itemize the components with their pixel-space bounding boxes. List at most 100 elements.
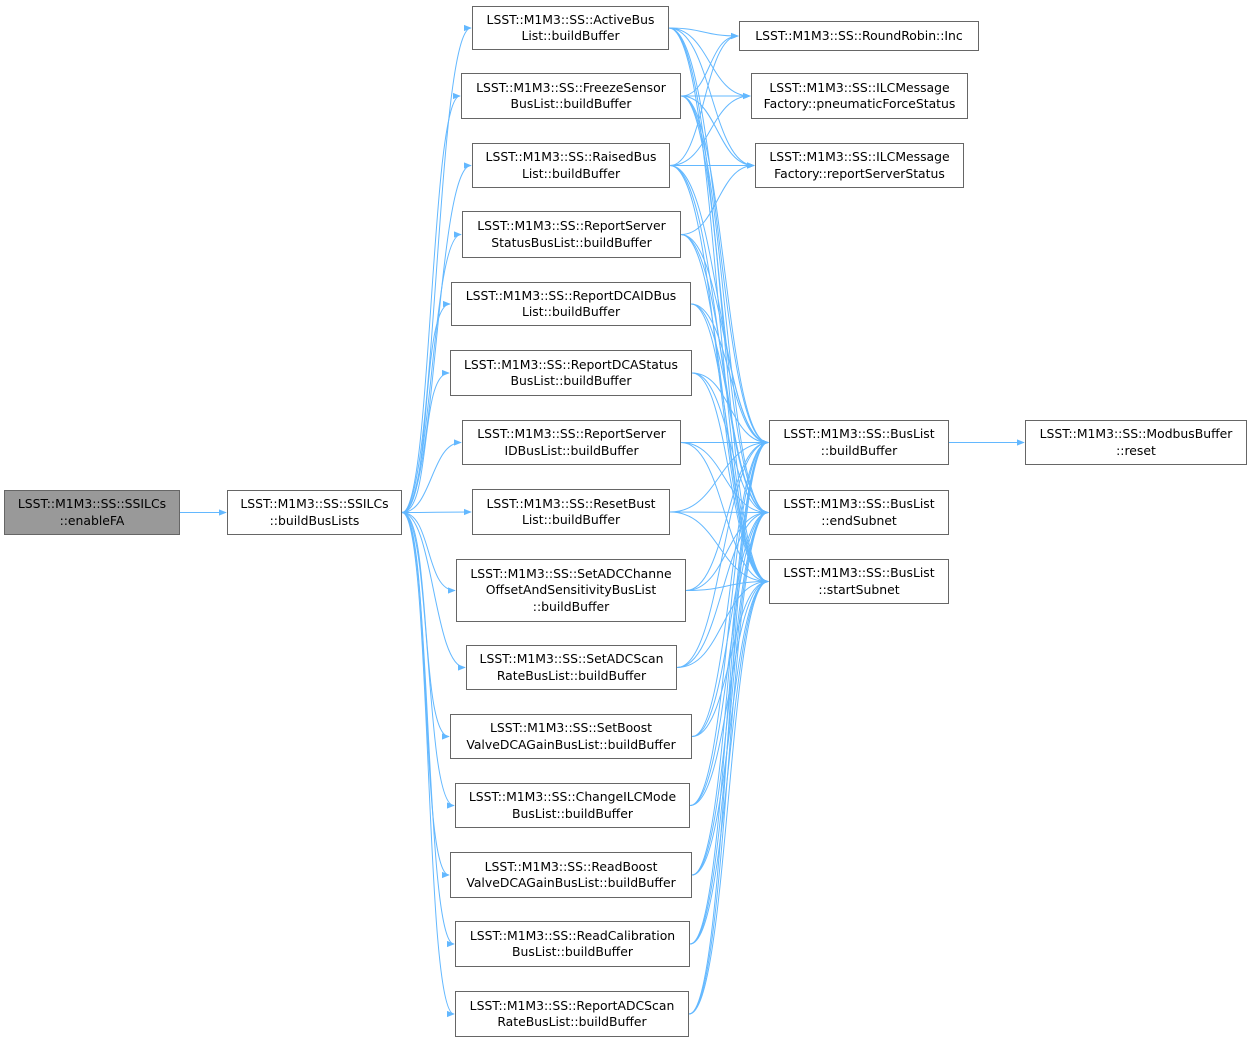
node-label-line: LSST::M1M3::SS::BusList <box>783 426 935 441</box>
node-label-line: BusList::buildBuffer <box>510 96 632 111</box>
node-label-line: LSST::M1M3::SS::ReadBoost <box>484 858 658 874</box>
node-label-line: List::buildBuffer <box>521 165 621 181</box>
edge-raised_bus-to-round_robin_inc <box>669 32 739 166</box>
node-report-dcaid-bus-list-build-buffer[interactable]: LSST::M1M3::SS::ReportDCAIDBus List::bui… <box>451 282 691 326</box>
node-ssilcs-build-bus-lists[interactable]: LSST::M1M3::SS::SSILCs ::buildBusLists <box>227 490 402 535</box>
node-buslist-end-subnet[interactable]: LSST::M1M3::SS::BusList ::endSubnet <box>769 490 949 535</box>
edge-set_adc_channel_offset-to-buslist_build_buffer <box>685 439 769 591</box>
edge-active_bus-to-pneumatic_force_status <box>668 27 751 100</box>
node-label-line: List::buildBuffer <box>521 512 621 527</box>
node-modbus-buffer-reset[interactable]: LSST::M1M3::SS::ModbusBuffer ::reset <box>1025 420 1247 465</box>
edge-set_adc_scan_rate-to-buslist_start_subnet <box>676 578 769 668</box>
node-label-line: Factory::pneumaticForceStatus <box>763 96 956 111</box>
edge-build_bus_lists-to-report_adc_scan_rate <box>401 512 455 1018</box>
edge-set_adc_scan_rate-to-buslist_build_buffer <box>676 439 769 668</box>
edge-freeze_sensor-to-buslist_build_buffer <box>680 95 769 446</box>
node-report-server-status-bus-list-build-buffer[interactable]: LSST::M1M3::SS::ReportServer StatusBusLi… <box>462 211 681 258</box>
node-label-line: List::buildBuffer <box>521 28 620 43</box>
node-label-line: OffsetAndSensitivityBusList <box>485 582 657 598</box>
node-label-line: LSST::M1M3::SS::ReportServer <box>477 218 666 233</box>
node-label-line: ValveDCAGainBusList::buildBuffer <box>466 736 676 752</box>
edge-build_bus_lists-to-set_adc_channel_offset <box>401 512 456 594</box>
node-label-line: Factory::reportServerStatus <box>774 165 945 181</box>
node-label-line: IDBusList::buildBuffer <box>504 442 639 458</box>
node-change-ilc-mode-bus-list-build-buffer[interactable]: LSST::M1M3::SS::ChangeILCMode BusList::b… <box>455 783 690 828</box>
node-buslist-start-subnet[interactable]: LSST::M1M3::SS::BusList ::startSubnet <box>769 559 949 604</box>
node-active-bus-list-build-buffer[interactable]: LSST::M1M3::SS::ActiveBus List::buildBuf… <box>472 6 669 50</box>
node-ilc-message-factory-report-server-status[interactable]: LSST::M1M3::SS::ILCMessage Factory::repo… <box>755 143 964 188</box>
node-label-line: RateBusList::buildBuffer <box>496 667 647 683</box>
edge-build_bus_lists-to-report_server_id <box>401 439 462 513</box>
edge-report_server_status-to-report_server_status_factory <box>680 162 755 235</box>
node-raised-bus-list-build-buffer[interactable]: LSST::M1M3::SS::RaisedBus List::buildBuf… <box>472 143 670 188</box>
edge-build_bus_lists-to-read_calibration <box>401 512 455 948</box>
edge-reset_bust-to-buslist_end_subnet <box>669 509 769 516</box>
node-label-line: ValveDCAGainBusList::buildBuffer <box>466 875 676 890</box>
node-ssilcs-enable-fa[interactable]: LSST::M1M3::SS::SSILCs ::enableFA <box>4 490 180 535</box>
edge-build_bus_lists-to-report_dcaid <box>401 300 451 513</box>
node-label-line: LSST::M1M3::SS::ILCMessage <box>769 79 950 95</box>
edge-report_adc_scan_rate-to-buslist_build_buffer <box>688 439 769 1015</box>
node-label-line: LSST::M1M3::SS::ReportServer <box>477 426 666 441</box>
edge-report_server_id-to-buslist_end_subnet <box>680 442 769 516</box>
node-set-adc-channel-offset-build-buffer[interactable]: LSST::M1M3::SS::SetADCChanne OffsetAndSe… <box>456 559 686 622</box>
node-label-line: RateBusList::buildBuffer <box>497 1014 647 1029</box>
node-label-line: ::buildBuffer <box>532 598 610 614</box>
node-ilc-message-factory-pneumatic-force-status[interactable]: LSST::M1M3::SS::ILCMessage Factory::pneu… <box>751 73 968 119</box>
edge-change_ilc_mode-to-buslist_build_buffer <box>689 439 769 806</box>
node-label-line: ::endSubnet <box>821 512 897 528</box>
edge-report_server_status-to-buslist_build_buffer <box>680 234 769 446</box>
node-set-boost-valve-dca-gain-build-buffer[interactable]: LSST::M1M3::SS::SetBoost ValveDCAGainBus… <box>450 714 692 759</box>
edge-read_boost_valve-to-buslist_build_buffer <box>691 439 769 876</box>
node-freeze-sensor-bus-list-build-buffer[interactable]: LSST::M1M3::SS::FreezeSensor BusList::bu… <box>461 73 681 119</box>
edge-report_adc_scan_rate-to-buslist_end_subnet <box>688 509 769 1015</box>
edge-build_bus_lists-to-change_ilc_mode <box>401 512 455 809</box>
edge-active_bus-to-buslist_build_buffer <box>668 27 769 446</box>
edge-raised_bus-to-pneumatic_force_status <box>669 92 751 166</box>
node-label-line: LSST::M1M3::SS::ChangeILCMode <box>468 789 677 804</box>
node-label-line: LSST::M1M3::SS::ResetBust <box>486 495 656 511</box>
node-label-line: LSST::M1M3::SS::RoundRobin::Inc <box>755 27 963 43</box>
node-read-boost-valve-dca-gain-build-buffer[interactable]: LSST::M1M3::SS::ReadBoost ValveDCAGainBu… <box>450 852 692 898</box>
node-label-line: ::buildBusLists <box>269 512 360 528</box>
edge-build_bus_lists-to-active_bus <box>401 24 472 513</box>
node-report-dca-status-bus-list-build-buffer[interactable]: LSST::M1M3::SS::ReportDCAStatus BusList:… <box>450 350 692 396</box>
node-buslist-build-buffer[interactable]: LSST::M1M3::SS::BusList ::buildBuffer <box>769 420 949 465</box>
edge-reset_bust-to-buslist_build_buffer <box>669 439 769 513</box>
node-label-line: LSST::M1M3::SS::FreezeSensor <box>476 79 666 95</box>
node-label-line: ::reset <box>1116 442 1156 458</box>
node-reset-bust-list-build-buffer[interactable]: LSST::M1M3::SS::ResetBust List::buildBuf… <box>472 489 670 535</box>
edge-read_boost_valve-to-buslist_end_subnet <box>691 509 769 876</box>
node-label-line: ::enableFA <box>59 512 125 528</box>
node-report-server-id-bus-list-build-buffer[interactable]: LSST::M1M3::SS::ReportServer IDBusList::… <box>462 420 681 465</box>
node-label-line: LSST::M1M3::SS::RaisedBus <box>485 149 657 164</box>
node-set-adc-scan-rate-bus-list-build-buffer[interactable]: LSST::M1M3::SS::SetADCScan RateBusList::… <box>466 645 677 690</box>
node-label-line: LSST::M1M3::SS::ReportDCAIDBus <box>465 287 677 303</box>
node-label-line: LSST::M1M3::SS::ModbusBuffer <box>1039 426 1233 441</box>
edge-active_bus-to-round_robin_inc <box>668 27 739 40</box>
edge-set_boost_valve-to-buslist_end_subnet <box>691 509 769 737</box>
edge-layer <box>179 24 1025 1018</box>
edge-reset_bust-to-buslist_start_subnet <box>669 511 769 585</box>
edge-set_adc_channel_offset-to-buslist_start_subnet <box>685 578 769 591</box>
edge-set_adc_channel_offset-to-buslist_end_subnet <box>685 509 769 591</box>
edge-build_bus_lists-to-read_boost_valve <box>401 512 450 879</box>
edge-freeze_sensor-to-buslist_end_subnet <box>680 95 769 516</box>
edge-build_bus_lists-to-freeze_sensor <box>401 92 461 513</box>
edge-set_adc_scan_rate-to-buslist_end_subnet <box>676 509 769 668</box>
node-report-adc-scan-rate-bus-list-build-buffer[interactable]: LSST::M1M3::SS::ReportADCScan RateBusLis… <box>455 991 689 1037</box>
edge-change_ilc_mode-to-buslist_end_subnet <box>689 509 769 806</box>
node-label-line: LSST::M1M3::SS::SetADCScan <box>479 651 664 666</box>
edge-report_dcaid-to-buslist_build_buffer <box>690 303 769 446</box>
node-label-line: LSST::M1M3::SS::ReadCalibration <box>469 927 676 943</box>
node-label-line: BusList::buildBuffer <box>512 944 633 959</box>
node-read-calibration-bus-list-build-buffer[interactable]: LSST::M1M3::SS::ReadCalibration BusList:… <box>455 921 690 967</box>
node-round-robin-inc[interactable]: LSST::M1M3::SS::RoundRobin::Inc <box>739 21 979 51</box>
edge-report_dcaid-to-buslist_end_subnet <box>690 303 769 516</box>
edge-set_boost_valve-to-buslist_build_buffer <box>691 439 769 737</box>
node-label-line: LSST::M1M3::SS::SSILCs <box>240 496 389 511</box>
edge-active_bus-to-report_server_status_factory <box>668 27 755 169</box>
edge-read_boost_valve-to-buslist_start_subnet <box>691 578 769 876</box>
edge-build_bus_lists-to-report_server_status <box>401 231 462 513</box>
